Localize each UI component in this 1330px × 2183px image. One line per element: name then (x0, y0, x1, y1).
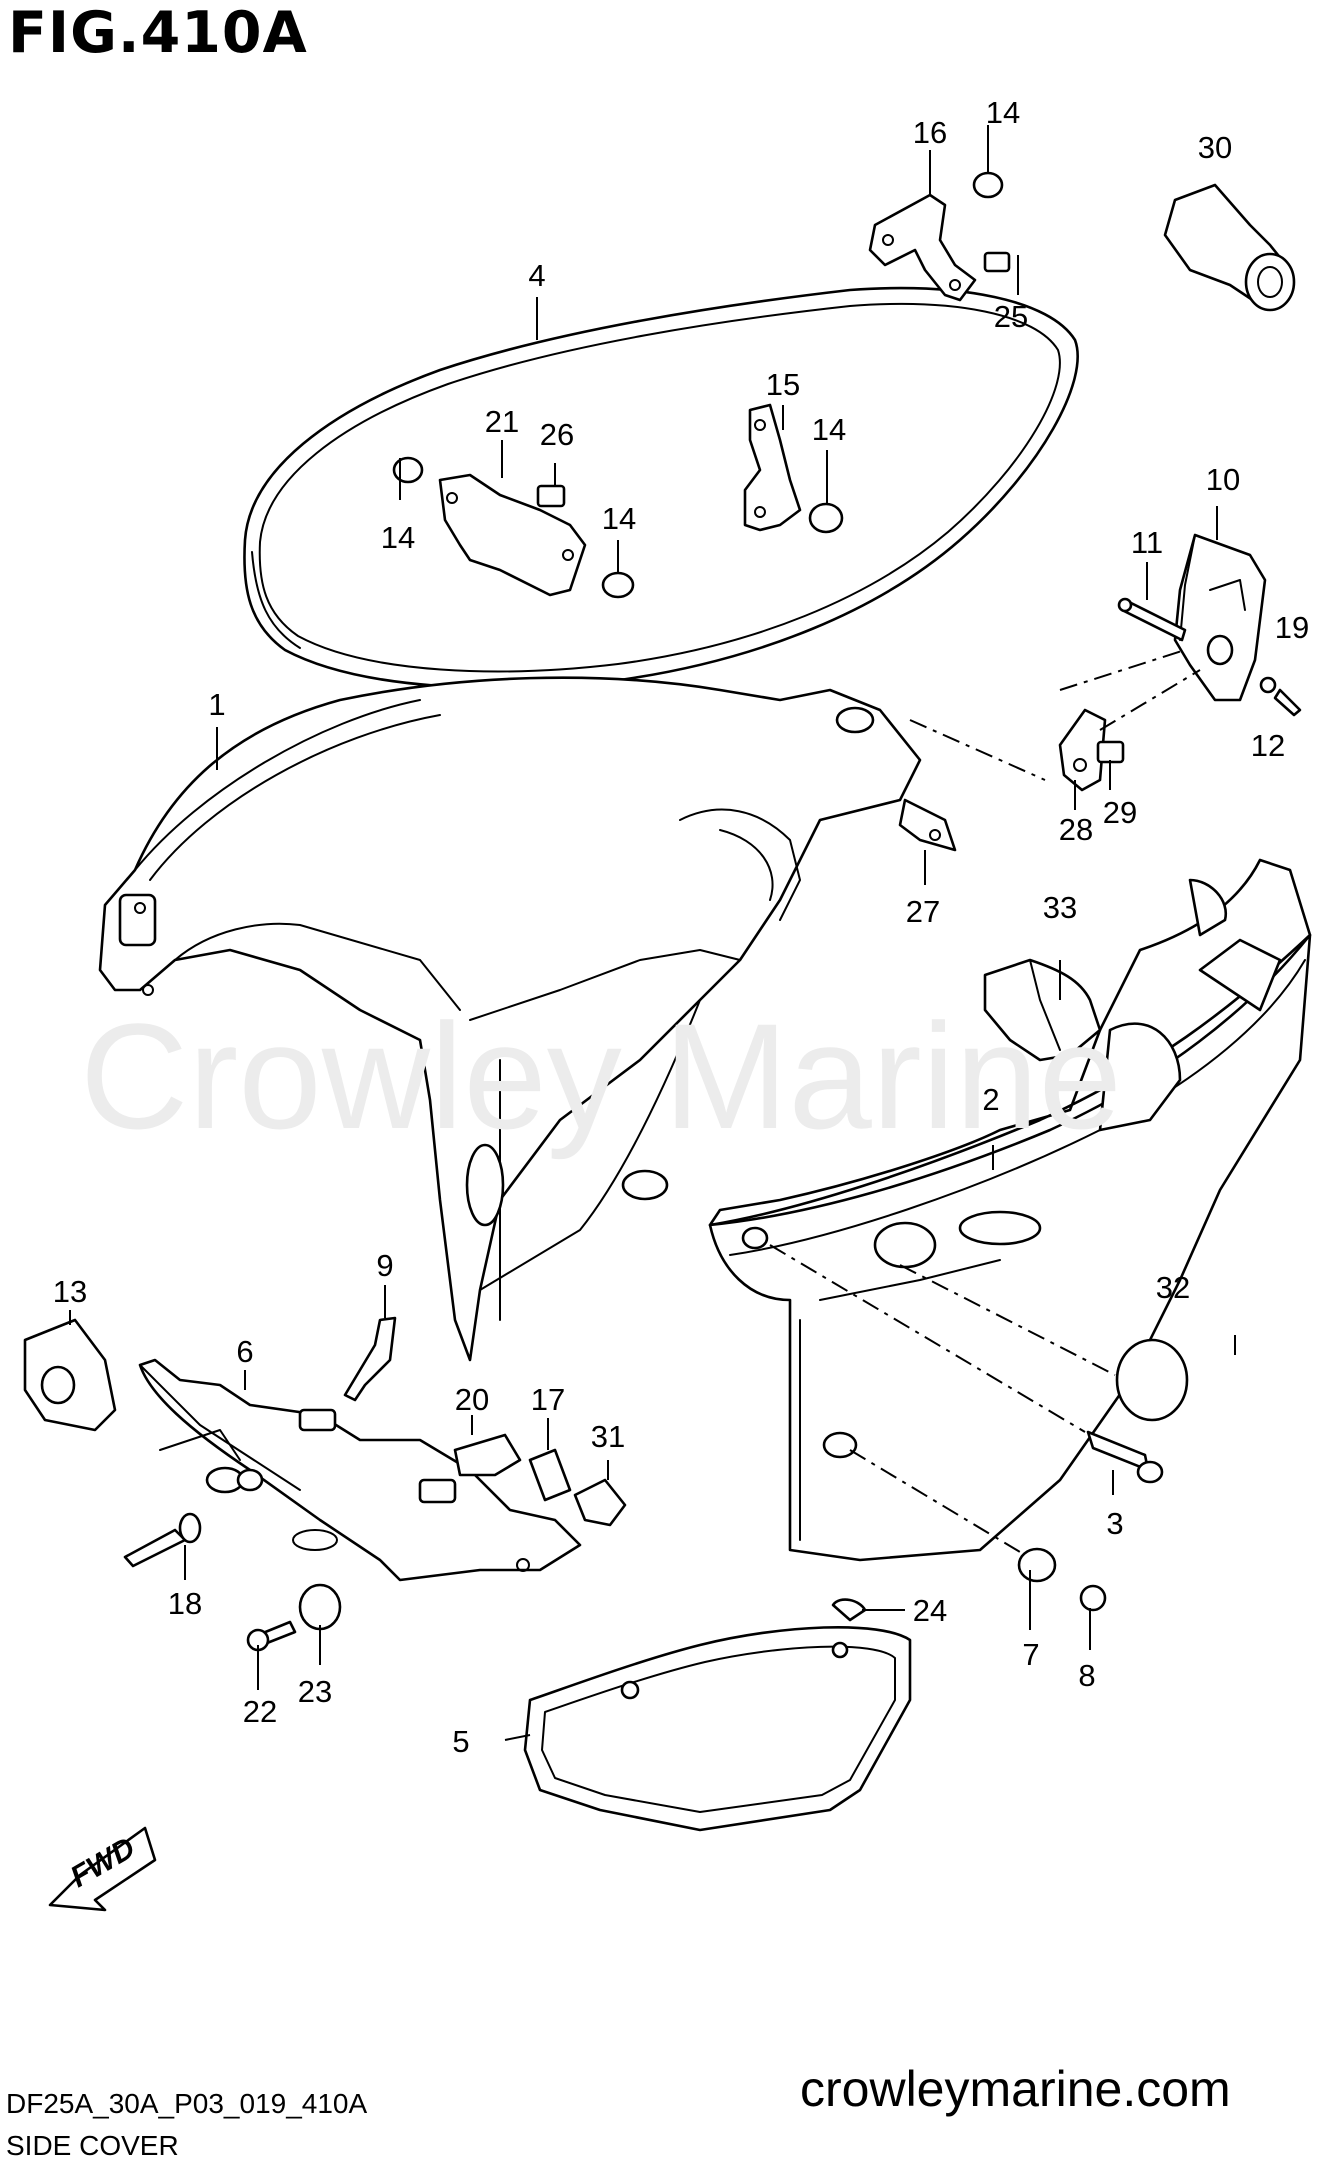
part-5-frame (523, 1626, 912, 1832)
callout-32: 32 (1156, 1270, 1190, 1305)
part-16-bracket (868, 193, 977, 302)
callout-16: 16 (913, 115, 947, 150)
part-13-pad (23, 1318, 117, 1432)
callout-8: 8 (1078, 1658, 1095, 1693)
callout-17: 17 (531, 1382, 565, 1417)
part-10-latch (1173, 533, 1267, 702)
callout-14d: 14 (602, 501, 636, 536)
callout-19: 19 (1275, 610, 1309, 645)
callout-15: 15 (766, 367, 800, 402)
callout-14a: 14 (986, 95, 1020, 130)
callout-18: 18 (168, 1586, 202, 1621)
leader-lines (69, 125, 1236, 1741)
part-19-pin (1273, 688, 1302, 717)
part-1-upper-cover (98, 676, 922, 1362)
callout-1: 1 (208, 687, 225, 722)
part-23-collar (298, 1583, 342, 1631)
callout-7: 7 (1022, 1637, 1039, 1672)
callout-14b: 14 (812, 412, 846, 447)
website-link[interactable]: crowleymarine.com (800, 2061, 1231, 2117)
callout-31: 31 (591, 1419, 625, 1454)
part-25-bolt (983, 251, 1011, 273)
callout-33: 33 (1043, 890, 1077, 925)
part-2-side-cover (708, 858, 1312, 1562)
part-6-bracket (138, 1358, 582, 1582)
part-17-collar (528, 1448, 572, 1502)
callout-20: 20 (455, 1382, 489, 1417)
fwd-arrow-icon: FWD (48, 1826, 157, 1912)
callout-13: 13 (53, 1274, 87, 1309)
callout-5: 5 (452, 1724, 469, 1759)
callout-labels: 1 2 3 4 5 6 7 8 9 10 11 12 13 14 14 14 1… (53, 95, 1309, 1759)
part-20-retainer (453, 1433, 522, 1477)
part-11-pin (1117, 597, 1187, 642)
callout-27: 27 (906, 894, 940, 929)
callout-6: 6 (236, 1334, 253, 1369)
diagram-code: DF25A_30A_P03_019_410A (6, 2088, 368, 2119)
part-32-plug (1115, 1338, 1189, 1422)
callout-14c: 14 (381, 520, 415, 555)
part-31-clamp (573, 1478, 627, 1527)
part-8-bolt (1079, 1584, 1107, 1612)
part-24-clip (831, 1598, 867, 1622)
part-33-boot (983, 958, 1102, 1062)
part-29-bolt (1096, 740, 1125, 764)
callout-12: 12 (1251, 728, 1285, 763)
part-26-bolt (536, 484, 566, 508)
callout-29: 29 (1103, 795, 1137, 830)
part-9-clip (343, 1316, 397, 1402)
part-30-grommet (1163, 183, 1296, 312)
callout-10: 10 (1206, 462, 1240, 497)
part-18-rivet (123, 1512, 202, 1568)
callout-25: 25 (994, 299, 1028, 334)
part-7-bushing (1017, 1547, 1057, 1583)
callout-22: 22 (243, 1694, 277, 1729)
part-22-bolt (246, 1620, 297, 1652)
callout-23: 23 (298, 1674, 332, 1709)
part-4-seal (243, 286, 1079, 690)
callout-3: 3 (1106, 1506, 1123, 1541)
part-21-bracket (438, 473, 587, 597)
diagram-name: SIDE COVER (6, 2130, 179, 2161)
callout-11: 11 (1131, 525, 1163, 560)
part-3-bolt (1086, 1430, 1164, 1484)
part-27-clip (898, 798, 957, 852)
part-15-bracket (743, 403, 802, 532)
callout-9: 9 (376, 1248, 393, 1283)
watermark: Crowley Marine (80, 992, 1122, 1160)
callout-2: 2 (982, 1082, 999, 1117)
callout-21: 21 (485, 404, 519, 439)
callout-24: 24 (913, 1593, 947, 1628)
callout-30: 30 (1198, 130, 1232, 165)
part-12-washer (1259, 676, 1277, 694)
part-28-hook (1058, 708, 1107, 792)
callout-26: 26 (540, 417, 574, 452)
callout-4: 4 (528, 258, 545, 293)
callout-28: 28 (1059, 812, 1093, 847)
figure-title: FIG.410A (8, 0, 308, 66)
